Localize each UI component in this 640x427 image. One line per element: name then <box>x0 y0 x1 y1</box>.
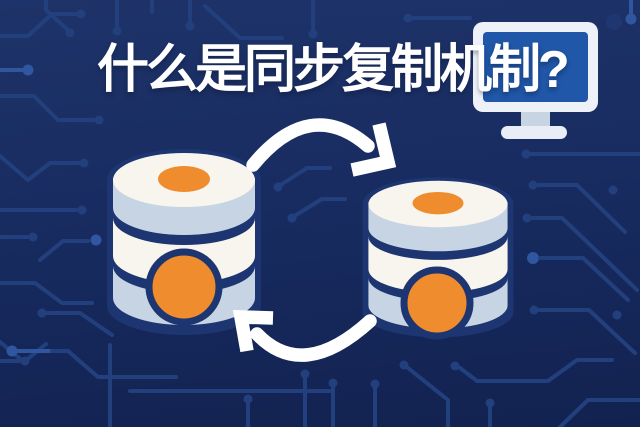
database-right-icon <box>362 177 514 340</box>
arrow-left-to-right <box>246 118 397 177</box>
database-left-node-dot <box>145 248 223 326</box>
sync-arrows-icon <box>232 118 397 362</box>
arrowhead-left-icon <box>232 309 274 353</box>
database-left-icon <box>107 149 261 335</box>
database-right-node-dot <box>400 266 474 340</box>
arrow-right-to-left <box>232 309 377 362</box>
arrowhead-right-icon <box>350 122 397 177</box>
monitor-screen <box>483 32 588 102</box>
page-title: 什么是同步复制机制? <box>97 41 570 99</box>
monitor-icon <box>473 22 598 139</box>
monitor-base <box>501 126 567 139</box>
